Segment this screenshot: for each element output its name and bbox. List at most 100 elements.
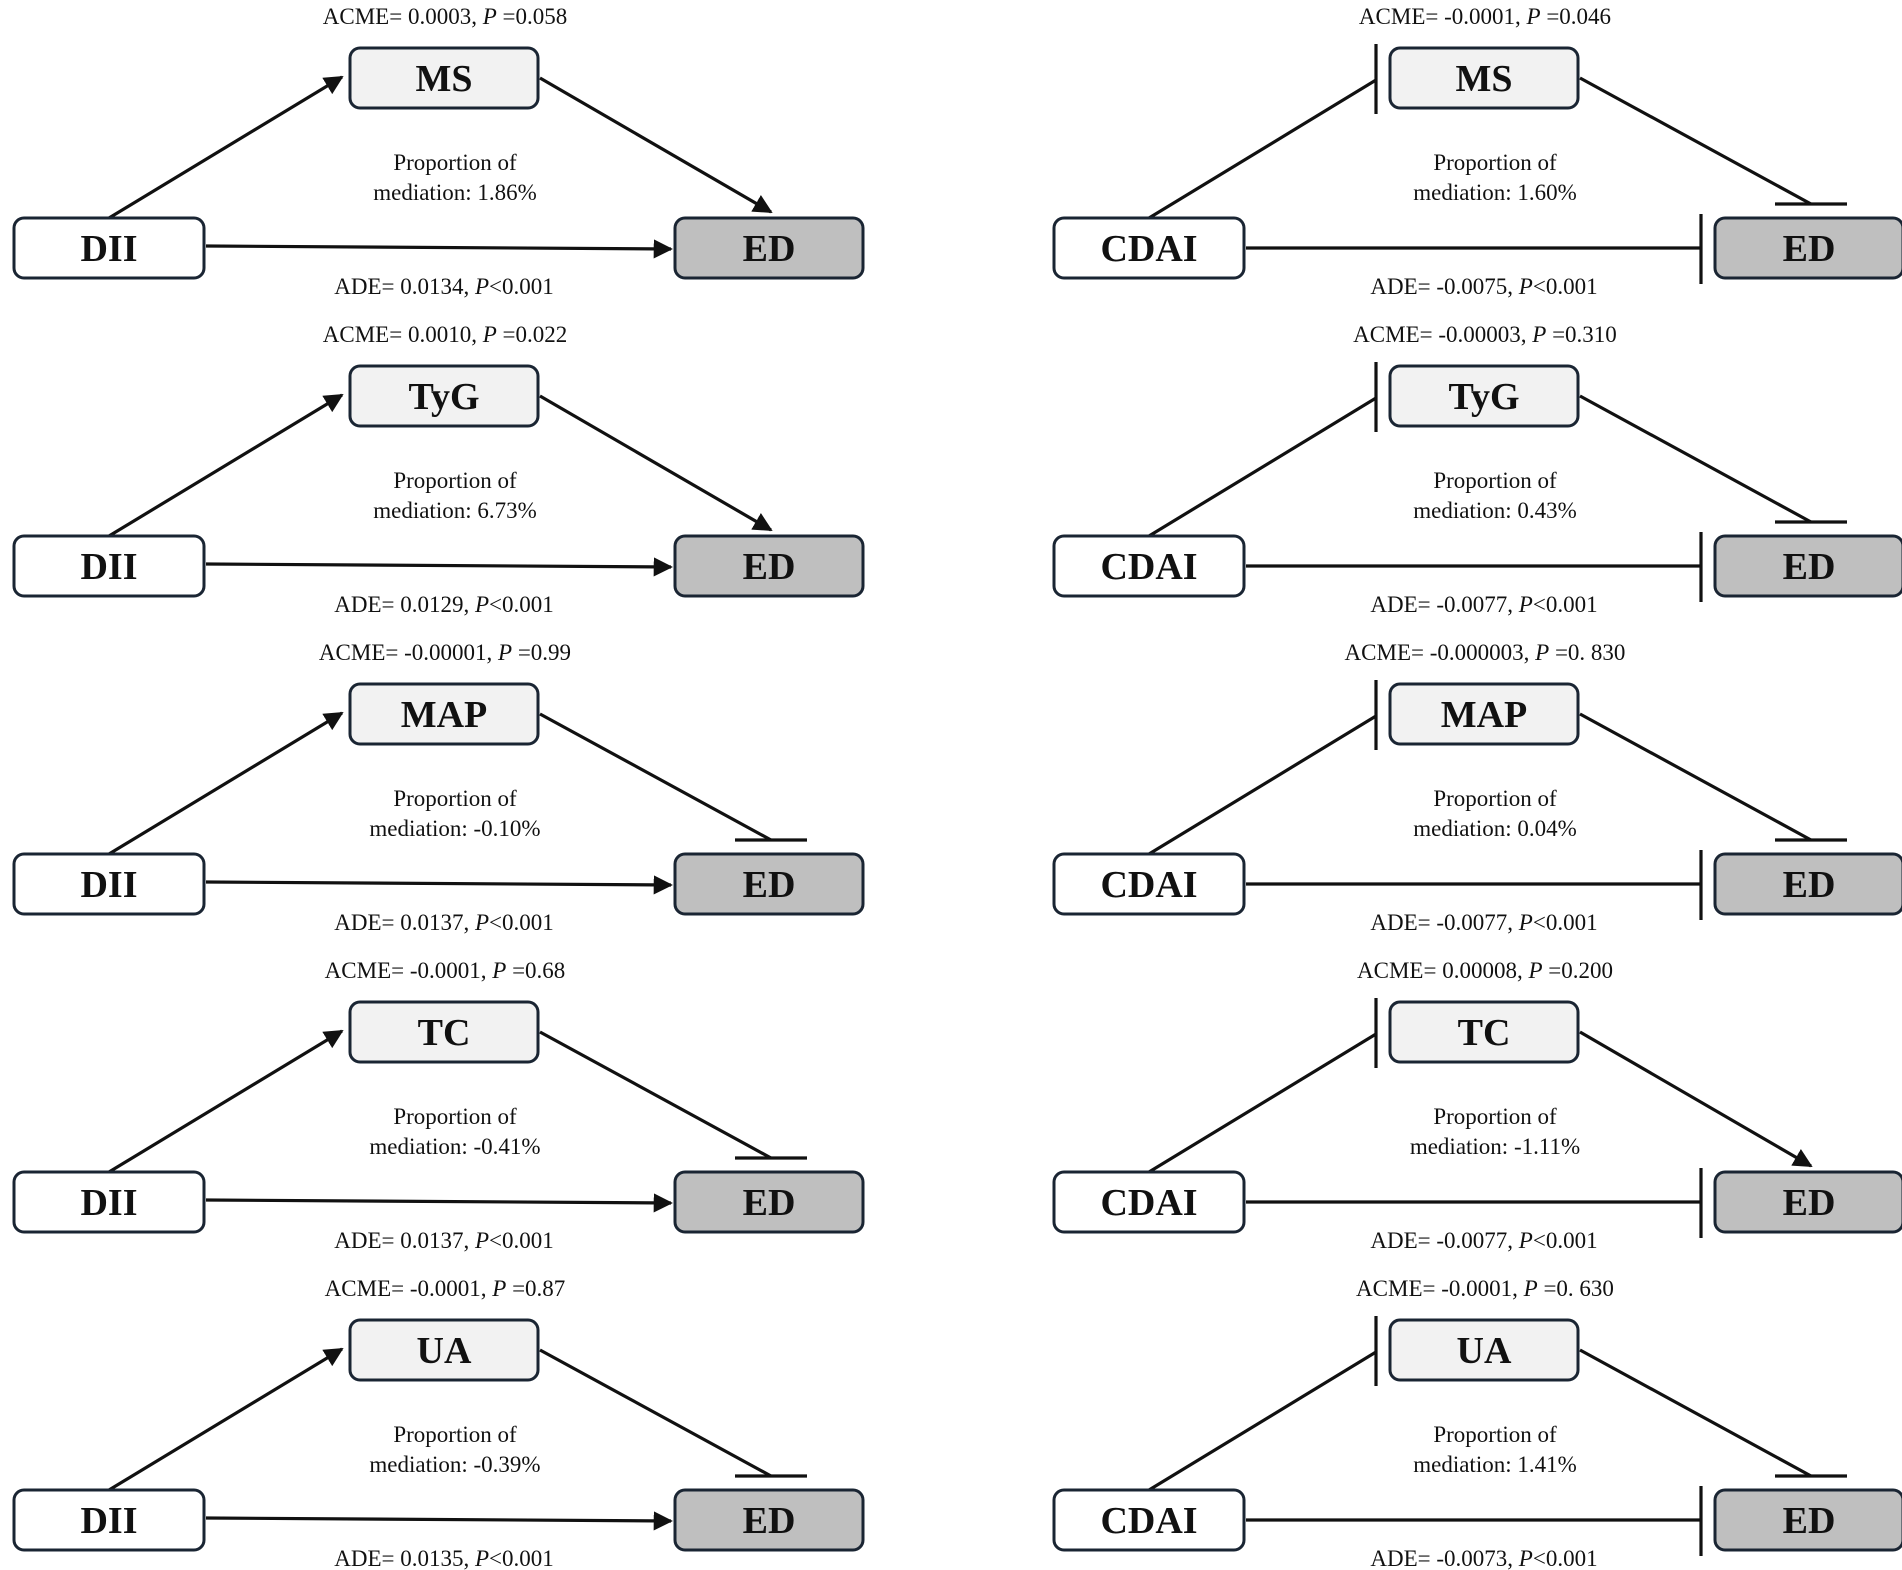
acme-label-p-symbol: P <box>482 322 497 347</box>
acme-label: ACME= -0.000003, P =0. 830 <box>1345 640 1626 665</box>
outcome-node-label: ED <box>743 1500 796 1542</box>
edge-exposure-outcome <box>205 239 673 259</box>
mediator-node-label: UA <box>1457 1330 1512 1372</box>
mediator-node-box <box>1388 682 1580 746</box>
edge-exposure-mediator-line <box>108 1029 344 1174</box>
ade-label-value: ADE= 0.0137, <box>334 910 475 935</box>
ade-label-value: ADE= -0.0073, <box>1370 1546 1518 1570</box>
acme-label-p-value: =0.99 <box>512 640 571 665</box>
ade-label-value: ADE= -0.0075, <box>1370 274 1518 299</box>
outcome-node-box <box>1713 1488 1902 1552</box>
ade-label-value: ADE= -0.0077, <box>1370 1228 1518 1253</box>
acme-label: ACME= 0.0003, P =0.058 <box>323 4 567 29</box>
acme-label-value: ACME= 0.00008, <box>1357 958 1528 983</box>
proportion-line-2: mediation: 1.86% <box>373 180 537 205</box>
outcome-node-box <box>1713 1170 1902 1234</box>
ade-label-p-symbol: P <box>474 592 489 617</box>
ade-label-value: ADE= -0.0077, <box>1370 910 1518 935</box>
exposure-node-label: DII <box>80 864 137 906</box>
edge-exposure-mediator <box>1148 714 1377 856</box>
mediator-node-box <box>1388 364 1580 428</box>
edge-exposure-mediator-line <box>108 393 344 538</box>
edge-exposure-mediator-line <box>1148 714 1377 856</box>
exposure-node-label: CDAI <box>1100 1500 1197 1542</box>
proportion-line-2: mediation: 0.43% <box>1413 498 1577 523</box>
exposure-node-box <box>12 852 206 916</box>
edge-mediator-outcome <box>539 1030 772 1160</box>
edge-exposure-mediator-line <box>1148 78 1377 220</box>
edge-exposure-mediator-line <box>108 75 344 220</box>
acme-label-p-symbol: P <box>491 958 506 983</box>
acme-label-p-value: =0.046 <box>1541 4 1611 29</box>
acme-label-value: ACME= 0.0010, <box>323 322 483 347</box>
acme-label-value: ACME= -0.0001, <box>1356 1276 1524 1301</box>
ade-label: ADE= -0.0077, P<0.001 <box>1370 910 1597 935</box>
edge-mediator-outcome <box>1579 1348 1812 1478</box>
exposure-node-label: CDAI <box>1100 546 1197 588</box>
outcome-node-label: ED <box>1783 228 1836 270</box>
acme-label-p-value: =0.022 <box>497 322 567 347</box>
panel-grid: DII MS ED ACME= 0.0003, P =0.058Proportion … <box>12 4 1902 1570</box>
edge-exposure-outcome-line <box>205 1511 673 1531</box>
ade-label-value: ADE= -0.0077, <box>1370 592 1518 617</box>
outcome-node-box <box>1713 852 1902 916</box>
ade-label-p-value: <0.001 <box>489 274 554 299</box>
proportion-line-1: Proportion of <box>393 1422 517 1447</box>
exposure-node-label: CDAI <box>1100 228 1197 270</box>
edge-mediator-outcome-line <box>539 394 773 532</box>
edge-exposure-mediator <box>1148 1350 1377 1492</box>
mediator-node-label: TC <box>418 1012 471 1054</box>
exposure-node-box <box>1052 1488 1246 1552</box>
edge-exposure-mediator <box>108 1029 344 1174</box>
exposure-node-box <box>1052 216 1246 280</box>
acme-label: ACME= 0.0010, P =0.022 <box>323 322 567 347</box>
mediator-node-box <box>348 1000 540 1064</box>
mediator-node-box <box>348 364 540 428</box>
exposure-node: DII <box>12 534 206 598</box>
edge-exposure-outcome <box>205 1193 673 1213</box>
acme-label: ACME= -0.0001, P =0. 630 <box>1356 1276 1614 1301</box>
exposure-node: CDAI <box>1052 534 1246 598</box>
outcome-node-label: ED <box>1783 1500 1836 1542</box>
outcome-node-label: ED <box>1783 864 1836 906</box>
exposure-node-box <box>1052 852 1246 916</box>
mediator-node-box <box>1388 1318 1580 1382</box>
outcome-node-box <box>1713 534 1902 598</box>
proportion-line-1: Proportion of <box>1433 150 1557 175</box>
edge-mediator-outcome <box>1579 712 1812 842</box>
acme-label-value: ACME= -0.000003, <box>1345 640 1536 665</box>
acme-label-p-symbol: P <box>1527 958 1542 983</box>
edge-mediator-outcome-line <box>1579 1348 1812 1478</box>
ade-label-p-symbol: P <box>474 910 489 935</box>
mediator-node: MS <box>348 46 540 110</box>
exposure-node-box <box>12 1488 206 1552</box>
outcome-node: ED <box>673 216 865 280</box>
mediator-node: TC <box>348 1000 540 1064</box>
edge-exposure-outcome-line <box>205 1193 673 1213</box>
mediator-node-label: MAP <box>401 694 488 736</box>
ade-label-value: ADE= 0.0135, <box>334 1546 475 1570</box>
exposure-node: CDAI <box>1052 1488 1246 1552</box>
edge-mediator-outcome <box>539 712 772 842</box>
acme-label-value: ACME= -0.0001, <box>325 1276 493 1301</box>
proportion-line-1: Proportion of <box>393 468 517 493</box>
acme-label-p-symbol: P <box>1531 322 1546 347</box>
acme-label-p-value: =0. 630 <box>1538 1276 1614 1301</box>
mediator-node-box <box>348 1318 540 1382</box>
edge-exposure-mediator <box>108 75 344 220</box>
acme-label-p-symbol: P <box>1523 1276 1538 1301</box>
edge-mediator-outcome-line <box>539 1030 772 1160</box>
outcome-node-box <box>673 1488 865 1552</box>
acme-label: ACME= -0.0001, P =0.68 <box>325 958 566 983</box>
edge-mediator-outcome <box>539 1348 772 1478</box>
edge-mediator-outcome-line <box>539 1348 772 1478</box>
ade-label: ADE= 0.0134, P<0.001 <box>334 274 554 299</box>
outcome-node: ED <box>673 534 865 598</box>
outcome-node-label: ED <box>743 228 796 270</box>
outcome-node: ED <box>1713 216 1902 280</box>
mediator-node-label: TyG <box>1448 376 1519 418</box>
